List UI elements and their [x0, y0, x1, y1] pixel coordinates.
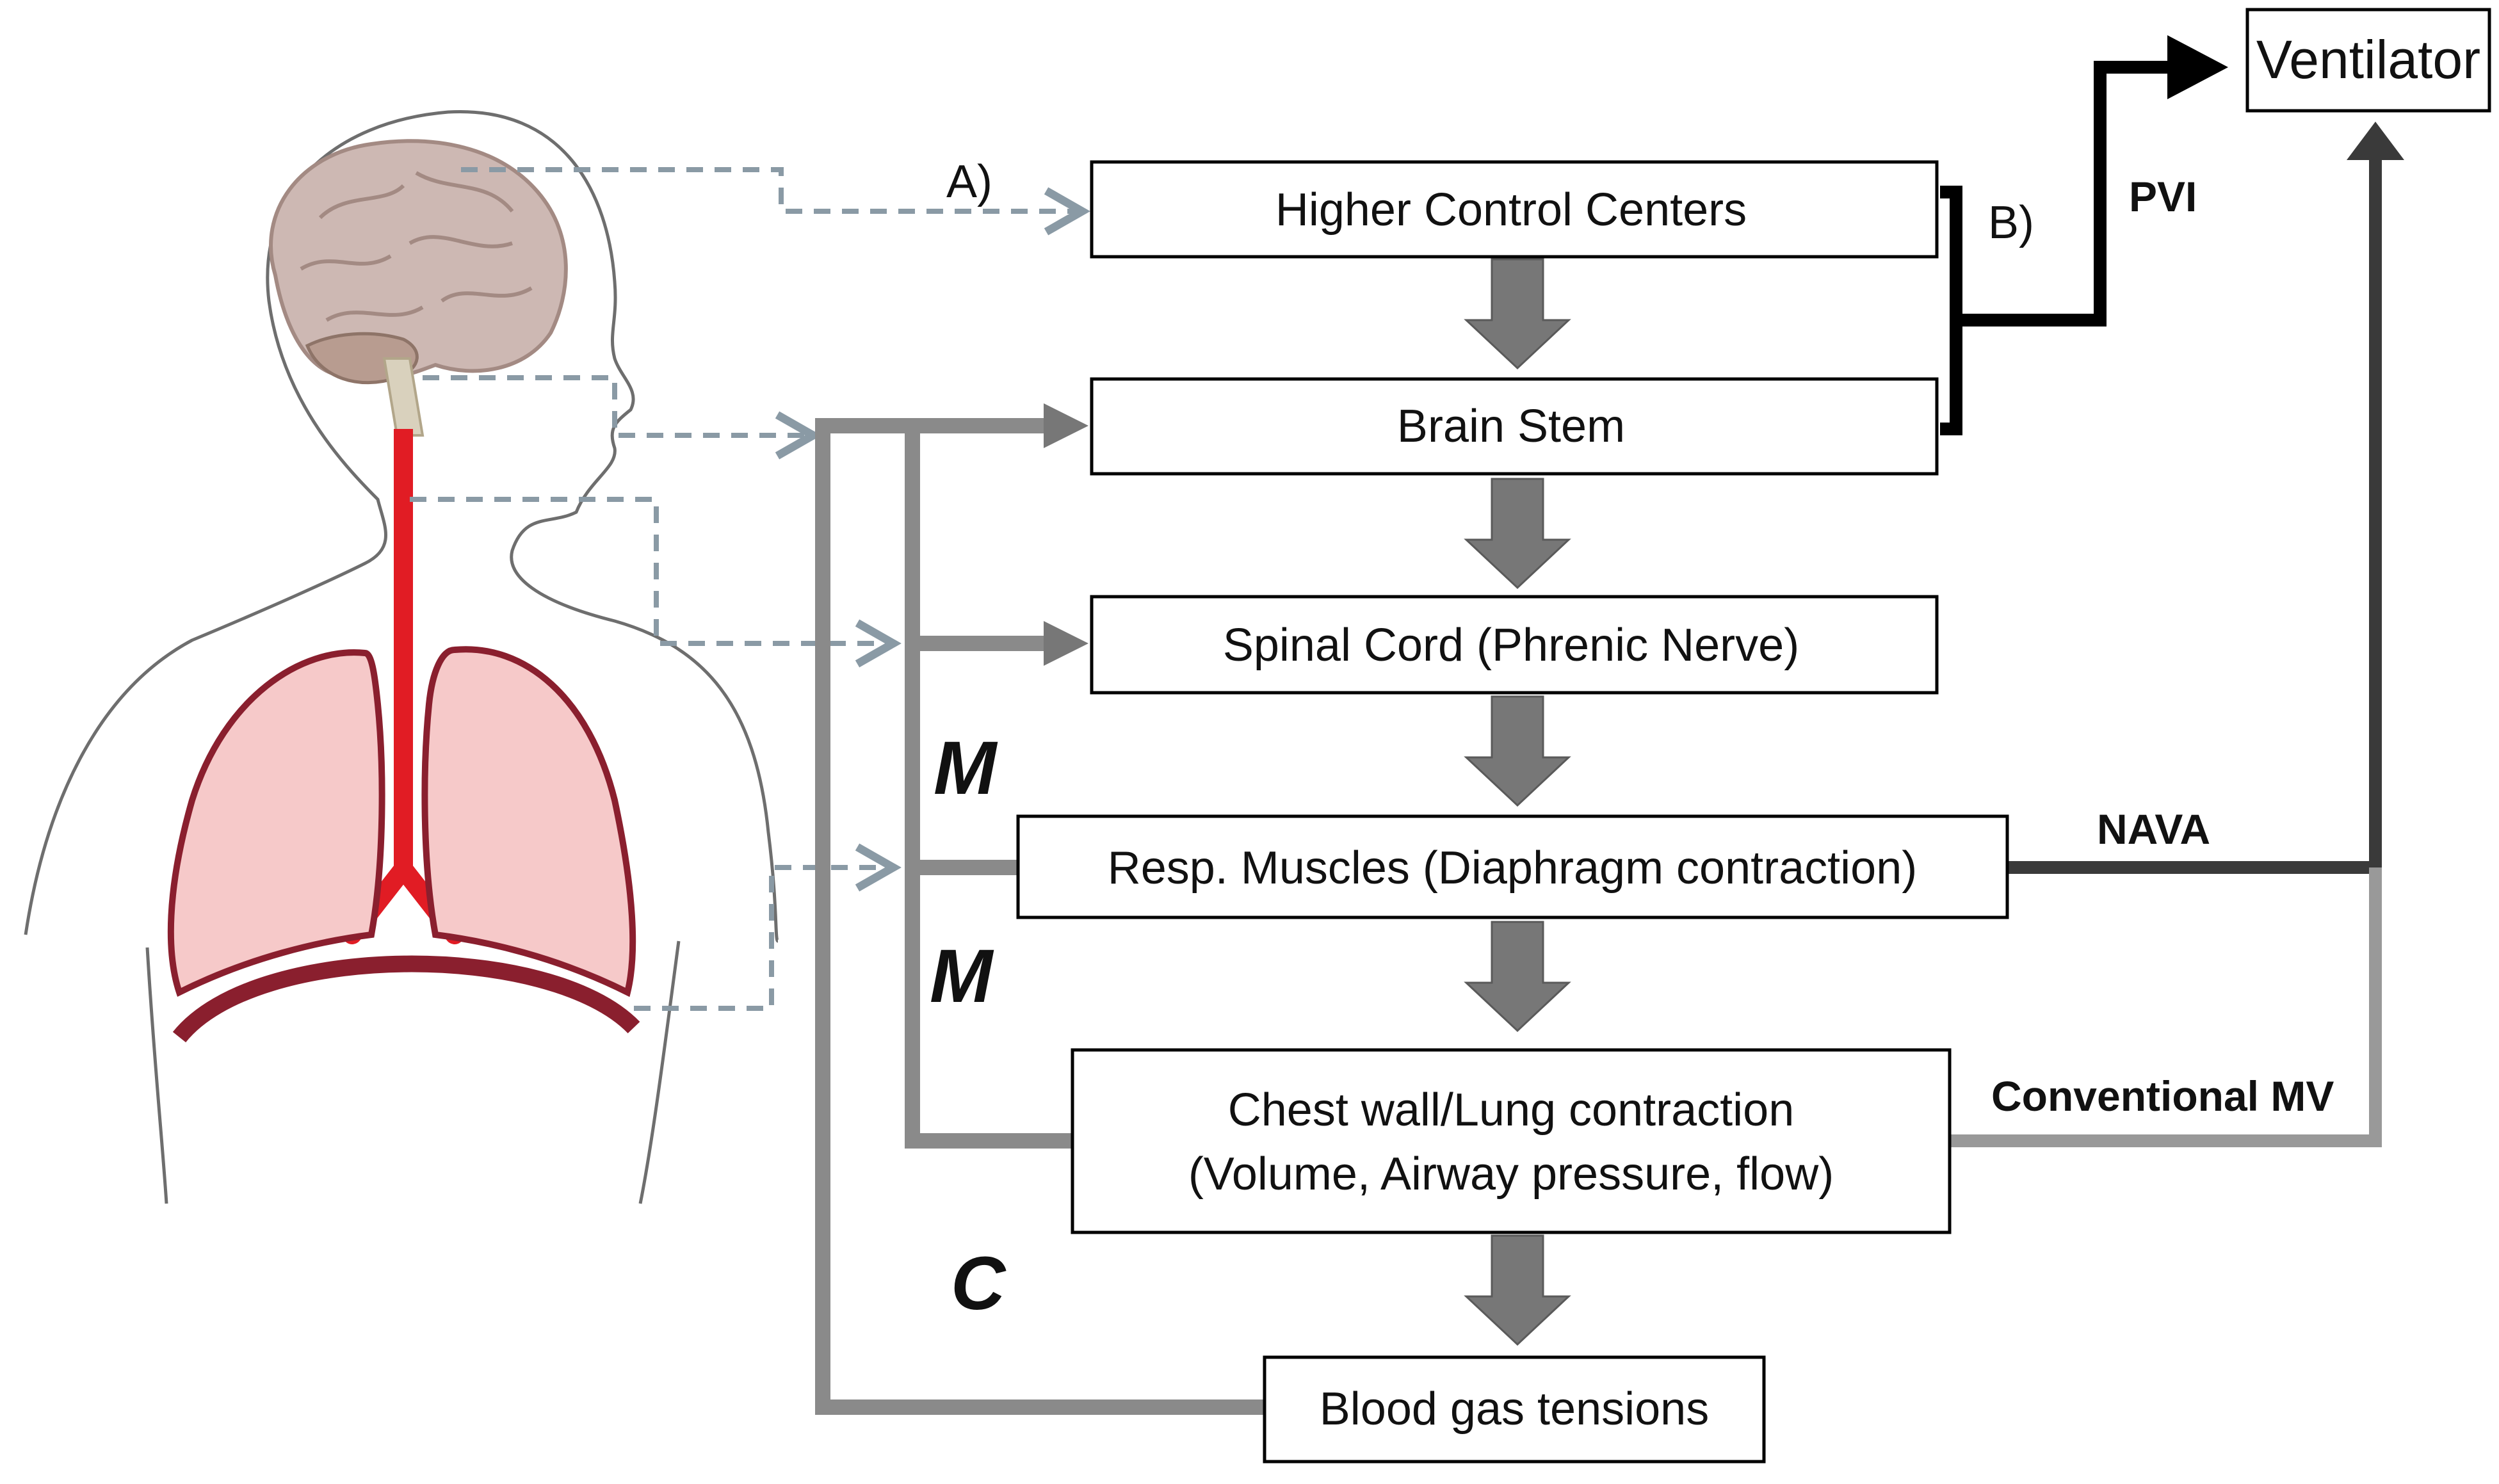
leader-brain [461, 167, 1090, 236]
leader-brainstem [423, 375, 821, 460]
label-a: A) [946, 156, 992, 207]
spinal-cord-label: Spinal Cord (Phrenic Nerve) [1223, 620, 1799, 671]
lungs-icon [167, 646, 640, 1043]
arrowhead-brainstem [1044, 403, 1088, 448]
higher-control-label: Higher Control Centers [1275, 184, 1747, 236]
arrowhead-spinal [1044, 621, 1088, 666]
diaphragm [172, 955, 640, 1043]
anatomy-illustration [24, 110, 780, 1204]
label-pvi: PVI [2129, 173, 2197, 220]
brain-stem-label: Brain Stem [1397, 401, 1625, 452]
dashed-leaders [410, 167, 1090, 1011]
brain-icon [269, 139, 568, 437]
ventilator-connections [1940, 61, 2382, 1147]
box-resp-muscles: Resp. Muscles (Diaphragm contraction) [1016, 814, 2009, 919]
box-higher-control: Higher Control Centers [1090, 160, 1939, 259]
left-arm-outline [145, 947, 168, 1204]
box-chest-wall: Chest wall/Lung contraction (Volume, Air… [1071, 1048, 1952, 1234]
box-ventilator: Ventilator [2245, 8, 2491, 113]
right-arm-outline [638, 940, 681, 1204]
nava-line [2007, 154, 2382, 874]
arrow-muscles-to-chest [1464, 921, 1571, 1033]
resp-muscles-label: Resp. Muscles (Diaphragm contraction) [1108, 843, 1917, 894]
box-brain-stem: Brain Stem [1090, 377, 1939, 476]
brain-stem [382, 357, 425, 437]
label-nava: NAVA [2097, 805, 2210, 853]
label-b: B) [1988, 197, 2034, 248]
box-blood-gas: Blood gas tensions [1263, 1355, 1766, 1464]
arrow-higher-to-brainstem [1464, 258, 1571, 370]
feedback-arrowheads [1044, 403, 1088, 666]
label-c: C [951, 1241, 1007, 1326]
label-conventional-mv: Conventional MV [1991, 1072, 2334, 1120]
feedback-m-line [905, 426, 1072, 1149]
conventional-line [1950, 867, 2382, 1147]
label-m-upper: M [934, 726, 998, 811]
ventilator-label: Ventilator [2256, 29, 2480, 90]
pvi-bracket [1940, 61, 2171, 435]
flow-arrows [1464, 258, 1571, 1346]
arrowhead-nava [2347, 122, 2404, 160]
label-m-lower: M [930, 934, 994, 1019]
feedback-c-line [815, 418, 1265, 1415]
box-spinal-cord: Spinal Cord (Phrenic Nerve) [1090, 595, 1939, 695]
arrowhead-pvi [2167, 35, 2228, 99]
arrow-chest-to-blood [1464, 1234, 1571, 1346]
blood-gas-label: Blood gas tensions [1320, 1383, 1709, 1435]
leader-muscles [634, 843, 902, 1011]
chest-wall-line2: (Volume, Airway pressure, flow) [1188, 1149, 1834, 1200]
arrow-spinal-to-muscles [1464, 695, 1571, 807]
arrow-brainstem-to-spinal [1464, 478, 1571, 590]
chest-wall-line1: Chest wall/Lung contraction [1228, 1085, 1795, 1136]
feedback-loop [815, 418, 1265, 1415]
leader-spinal [410, 497, 902, 668]
ventilator-arrowheads [2167, 35, 2404, 160]
